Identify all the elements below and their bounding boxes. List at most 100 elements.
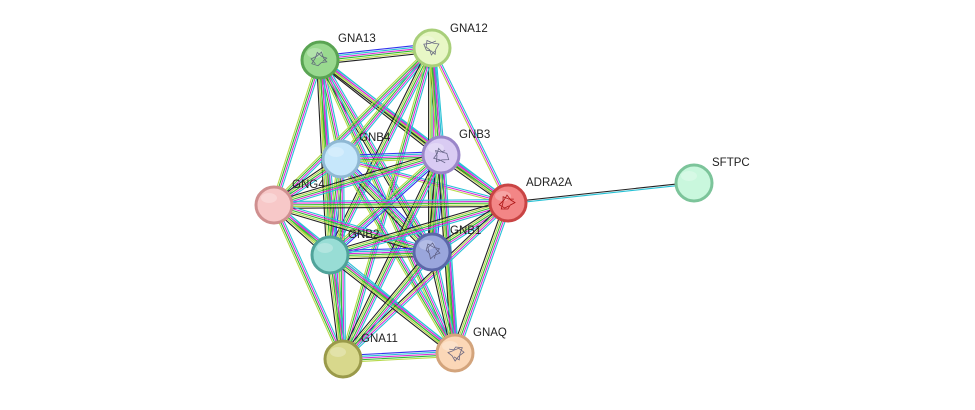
node-label: GNA12 (450, 23, 488, 35)
edge-line-magenta (273, 156, 443, 208)
node-circle[interactable] (321, 139, 361, 179)
node-gnb1[interactable]: GNB1 (412, 225, 481, 272)
edge-gna13-gng4[interactable] (271, 58, 323, 207)
node-highlight (419, 240, 435, 250)
node-circle[interactable] (674, 163, 714, 203)
node-gnb2[interactable]: GNB2 (310, 229, 379, 275)
edge-line-yellow_green (452, 201, 507, 353)
edge-line-green (329, 202, 509, 256)
node-adra2a[interactable]: ADRA2A (488, 177, 572, 223)
edge-line-cyan (331, 251, 458, 351)
edge-line-black (273, 205, 509, 209)
protein-structure-icon (498, 194, 516, 210)
node-gnb3[interactable]: GNB3 (421, 129, 490, 175)
edge-gng4-gna11[interactable] (271, 203, 346, 361)
node-gnaq[interactable]: GNAQ (435, 327, 507, 373)
edge-line-green (339, 158, 455, 354)
edge-line-yellow_green (272, 152, 442, 204)
node-label: GNB4 (359, 132, 391, 144)
edge-adra2a-gnaq[interactable] (451, 201, 512, 355)
edge-line-yellow_green (338, 45, 431, 158)
node-highlight (307, 48, 323, 58)
node-circle[interactable] (323, 339, 363, 379)
edge-line-yellow_green (271, 58, 319, 205)
edge-line-magenta (329, 154, 442, 256)
node-gna12[interactable]: GNA12 (412, 23, 488, 68)
edge-gna12-adra2a[interactable] (429, 46, 511, 205)
node-circle[interactable] (412, 232, 452, 272)
edge-line-cyan (432, 46, 511, 203)
edge-gnb3-gng4[interactable] (272, 151, 443, 209)
edge-line-green (273, 202, 509, 206)
node-circle[interactable] (421, 135, 461, 175)
edge-line-yellow_green (341, 250, 432, 359)
edge-line-magenta (431, 47, 509, 204)
node-circle[interactable] (300, 40, 340, 80)
node-label: GNAQ (473, 327, 507, 339)
edge-line-magenta (273, 202, 434, 251)
node-highlight (428, 143, 444, 153)
edge-line-magenta (273, 200, 509, 204)
node-label: ADRA2A (526, 177, 572, 189)
node-highlight (681, 171, 697, 181)
edge-adra2a-sftpc[interactable] (507, 181, 695, 205)
node-highlight (261, 193, 277, 203)
edge-line-magenta (456, 203, 511, 355)
edge-line-cyan (342, 157, 458, 353)
edge-line-magenta (341, 47, 434, 161)
edge-gng4-gnb1[interactable] (272, 201, 434, 256)
node-sftpc[interactable]: SFTPC (674, 157, 750, 203)
node-gnb4[interactable]: GNB4 (321, 132, 391, 179)
edge-line-magenta (274, 204, 345, 360)
edge-line-green (339, 46, 432, 160)
edge-line-green (272, 204, 343, 360)
edge-line-green (454, 202, 509, 354)
edge-line-magenta (330, 253, 457, 353)
edge-line-black (272, 151, 441, 203)
edge-gnb1-gna11[interactable] (339, 249, 436, 362)
node-label: GNB1 (450, 225, 481, 237)
edge-line-yellow_green (328, 200, 509, 254)
edge-line-magenta (274, 48, 434, 207)
node-circle[interactable] (488, 183, 528, 223)
edge-line-magenta (341, 157, 434, 252)
node-highlight (442, 341, 458, 351)
edge-line-green (273, 154, 442, 206)
node-label: SFTPC (712, 157, 750, 169)
edge-line-green (272, 46, 432, 205)
edge-line-cyan (332, 48, 436, 258)
protein-structure-icon (447, 346, 465, 362)
node-circle[interactable] (310, 235, 350, 275)
edge-adra2a-gna11[interactable] (340, 200, 511, 362)
node-gna11[interactable]: GNA11 (323, 333, 398, 379)
node-label: GNB2 (348, 229, 379, 241)
node-circle[interactable] (254, 185, 294, 225)
node-circle[interactable] (435, 333, 475, 373)
edge-line-green (329, 47, 433, 256)
edge-line-magenta (343, 203, 510, 361)
node-label: GNA13 (338, 33, 376, 45)
protein-structure-icon (310, 51, 328, 67)
edge-line-magenta (330, 48, 435, 257)
edge-line-cyan (275, 49, 435, 208)
edge-line-cyan (274, 201, 434, 250)
edge-line-cyan (345, 155, 445, 362)
edge-line-black (272, 207, 432, 256)
node-label: GNG4 (292, 179, 325, 191)
edge-line-cyan (273, 199, 509, 203)
edge-line-cyan (274, 157, 443, 209)
edge-line-yellow_green (429, 48, 508, 205)
edge-line-black (507, 181, 695, 203)
edge-gna12-gng4[interactable] (271, 45, 435, 208)
node-label: GNB3 (459, 129, 490, 141)
node-gna13[interactable]: GNA13 (300, 33, 376, 80)
edge-line-yellow_green (271, 45, 431, 204)
edge-line-yellow_green (327, 46, 432, 255)
node-gng4[interactable]: GNG4 (254, 179, 325, 225)
edge-line-cyan (275, 60, 323, 207)
edge-gng4-adra2a[interactable] (273, 199, 509, 209)
node-circle[interactable] (412, 28, 452, 68)
protein-structure-icon (433, 147, 450, 164)
